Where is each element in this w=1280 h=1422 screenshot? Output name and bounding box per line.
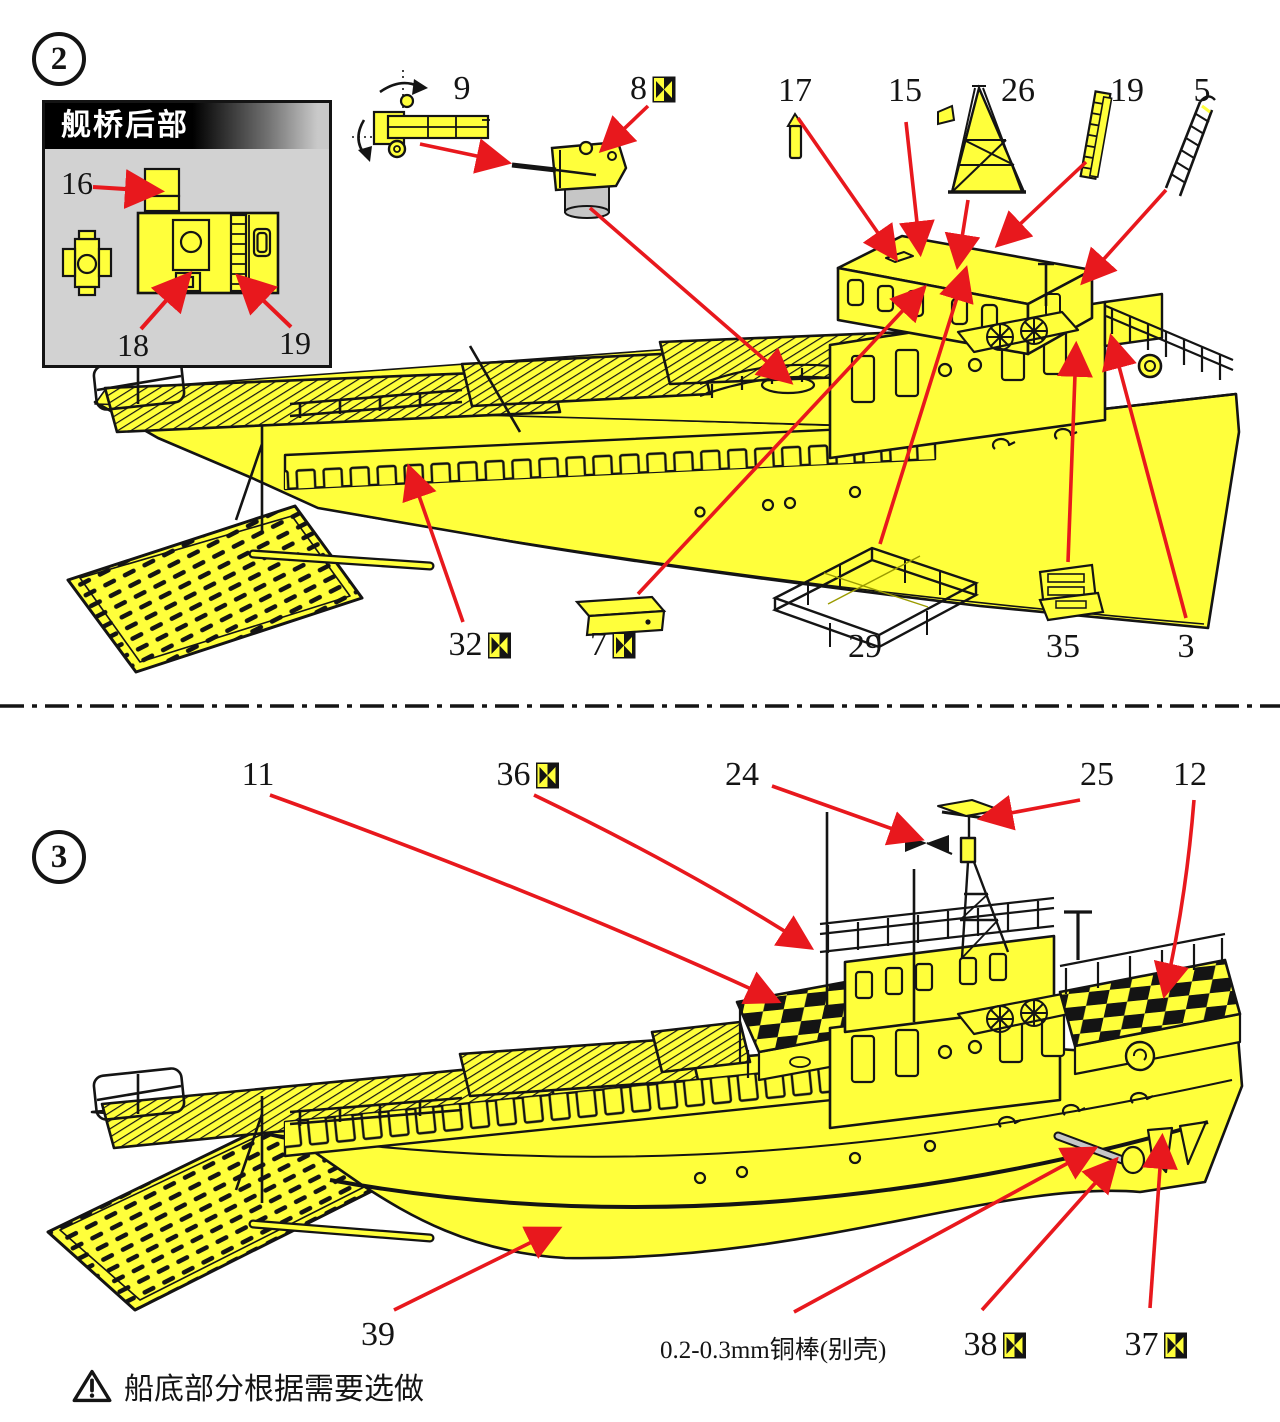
arrow-26 xyxy=(944,199,981,271)
pe-flag-icon xyxy=(1003,1332,1026,1358)
arrow-32 xyxy=(402,463,465,623)
step2-number: 2 xyxy=(50,40,68,77)
arrow-15 xyxy=(898,121,935,258)
arrow-5 xyxy=(1080,188,1168,286)
arrow-17 xyxy=(796,116,899,262)
callout-7: 7 xyxy=(590,628,636,662)
ship-wheel-icon xyxy=(986,317,1048,351)
arrow-3 xyxy=(1102,333,1188,619)
ship3-portholes xyxy=(693,1091,1154,1185)
part8-gun-sketch xyxy=(511,140,628,219)
callout-arrows xyxy=(269,104,1196,1314)
ship3-aft-checker-deck xyxy=(1058,932,1242,1076)
arrow-38 xyxy=(980,1156,1119,1312)
callout-11: 11 xyxy=(241,756,275,793)
arrow-36 xyxy=(533,793,815,950)
pe-flag-icon xyxy=(536,762,559,788)
step3-badge: 3 xyxy=(32,830,86,884)
inset-callout-18: 18 xyxy=(117,327,149,363)
part19-ladder-sketch xyxy=(1079,90,1113,181)
ship2-bow-railing xyxy=(92,345,522,533)
callout-25: 25 xyxy=(1080,756,1114,793)
arrow-29 xyxy=(878,265,974,545)
callout-5: 5 xyxy=(1193,72,1211,109)
arrow-copper-rod xyxy=(793,1146,1099,1314)
arrow-7 xyxy=(636,284,927,596)
callout-8: 8 xyxy=(630,72,676,106)
pe-flag-icon xyxy=(652,76,676,102)
callout-35: 35 xyxy=(1046,628,1080,665)
callout-9: 9 xyxy=(453,70,471,107)
arrow-37 xyxy=(1141,1132,1178,1309)
ship2-illustration xyxy=(66,234,1241,674)
pe-flag-icon xyxy=(488,632,511,658)
arrow-39 xyxy=(393,1226,563,1312)
part7-box-sketch xyxy=(574,595,667,637)
inset-callout-16: 16 xyxy=(61,165,93,201)
callout-36: 36 xyxy=(497,758,560,792)
part9-sketch xyxy=(352,70,490,162)
arrow-8 xyxy=(598,104,650,153)
arrow-24 xyxy=(771,784,925,846)
callout-32: 32 xyxy=(449,628,512,662)
ship2-aft-railing xyxy=(1105,304,1234,380)
ship-wheel-icon xyxy=(986,999,1048,1033)
callout-29: 29 xyxy=(848,628,882,665)
arrow-35 xyxy=(1056,340,1093,563)
step3-number: 3 xyxy=(50,838,68,875)
part17-sketch xyxy=(786,112,805,160)
ship3-t-post xyxy=(1064,910,1092,960)
ship3-bowtie-antenna xyxy=(905,835,953,856)
pe-flag-icon xyxy=(1164,1332,1187,1358)
part5-ladder-sketch xyxy=(1164,95,1216,197)
callout-12: 12 xyxy=(1173,756,1207,793)
propeller xyxy=(1120,1145,1146,1175)
step2-badge: 2 xyxy=(32,32,86,86)
part29-railing-sketch xyxy=(771,546,980,649)
part26-mast-sketch xyxy=(937,84,1026,194)
warning-triangle-icon xyxy=(72,1369,112,1403)
life-ring-icon xyxy=(1137,353,1163,379)
callout-17: 17 xyxy=(778,72,812,109)
arrow-19 xyxy=(994,160,1088,248)
callout-24: 24 xyxy=(725,756,759,793)
arrow-12 xyxy=(1153,799,1196,1000)
inset-title: 舰桥后部 xyxy=(45,103,329,149)
copper-rod-note: 0.2-0.3mm铜棒(别壳) xyxy=(660,1337,887,1364)
inset-callout-19: 19 xyxy=(279,325,311,361)
warning-text: 船底部分根据需要选做 xyxy=(124,1373,424,1406)
callout-19-step2: 19 xyxy=(1110,72,1144,109)
inset-art xyxy=(61,167,293,331)
callout-26: 26 xyxy=(1001,72,1035,109)
arrow-11 xyxy=(269,793,782,1005)
callout-3: 3 xyxy=(1177,628,1195,665)
ship2-portholes xyxy=(694,427,1078,518)
ship2-bow-ramp xyxy=(66,504,364,674)
bridge-rear-inset: 舰桥后部 16 18 19 xyxy=(42,100,332,368)
pe-flag-icon xyxy=(612,632,636,658)
hull-option-warning: 船底部分根据需要选做 xyxy=(72,1364,424,1408)
part35-sketch xyxy=(1038,563,1105,622)
callout-38: 38 xyxy=(964,1328,1027,1362)
arrow-gun-to-deck xyxy=(588,206,794,385)
callout-37: 37 xyxy=(1125,1328,1188,1362)
ship3-illustration xyxy=(46,799,1244,1312)
callout-39: 39 xyxy=(361,1316,395,1353)
arrow-9 xyxy=(419,138,513,174)
arrow-25 xyxy=(976,795,1081,831)
ship3-bow-railing xyxy=(92,1067,463,1203)
callout-15: 15 xyxy=(888,72,922,109)
